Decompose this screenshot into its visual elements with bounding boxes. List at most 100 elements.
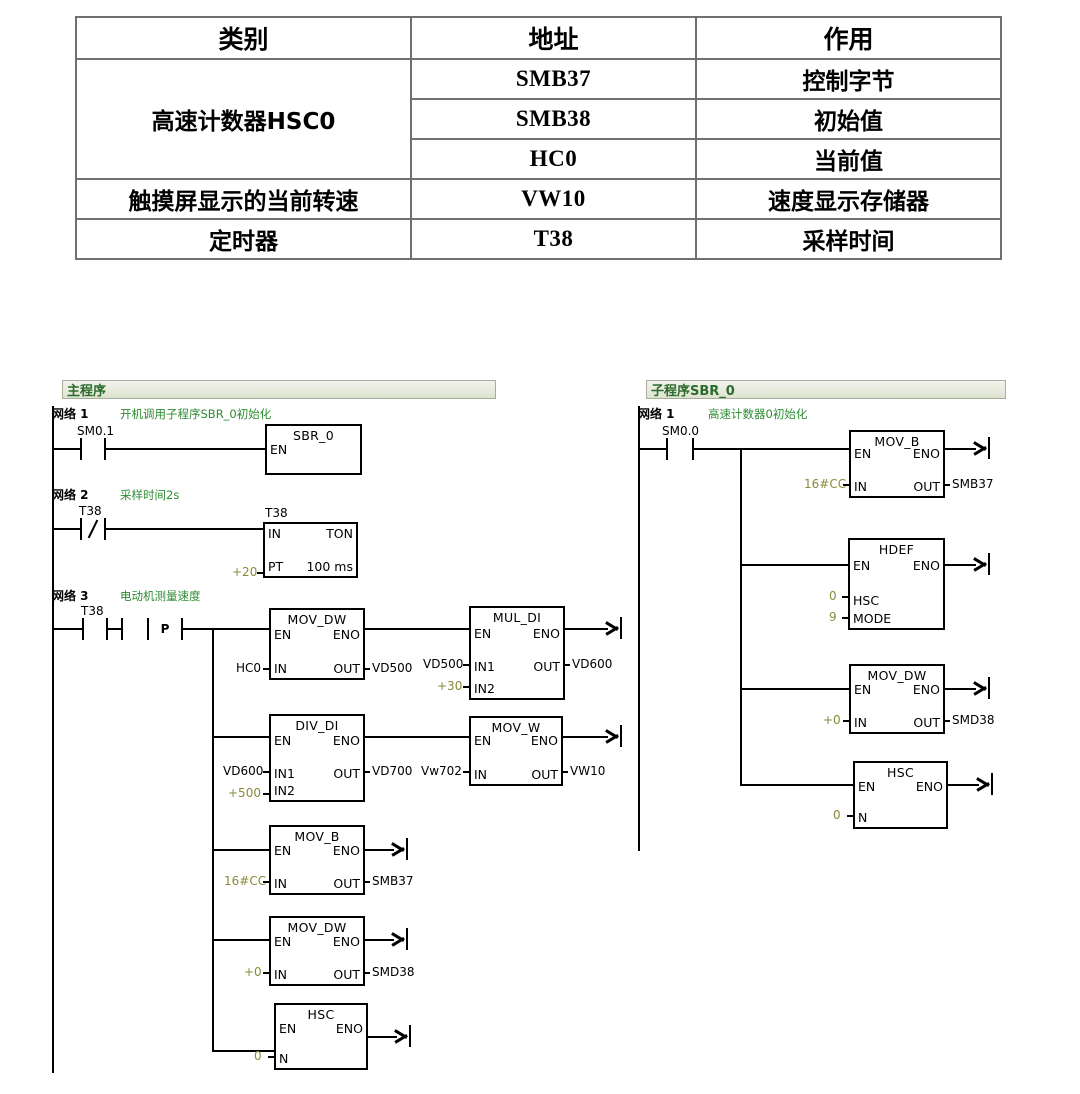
output-coil-arrow [974, 437, 990, 459]
contact-sm00[interactable] [666, 438, 694, 460]
table-cell-use: 当前值 [695, 138, 1002, 180]
branch-rail-main [212, 628, 214, 1050]
operand-hsc-0: 0 [829, 589, 837, 603]
pin-n: N [858, 810, 868, 825]
wire [947, 784, 979, 786]
pin-en: EN [854, 682, 872, 697]
table-row: 定时器 T38 采样时间 [75, 218, 1002, 260]
pin-pt: PT [268, 559, 284, 574]
operand-in-16cc: 16#CC [804, 477, 847, 491]
pin-ton: TON [326, 526, 353, 541]
block-mov-w[interactable]: MOV_W EN ENO IN OUT [469, 716, 563, 786]
stub [263, 793, 269, 795]
block-hsc-main[interactable]: HSC EN ENO N [274, 1003, 368, 1070]
wire [740, 784, 854, 786]
block-title: DIV_DI [295, 718, 339, 733]
pin-en: EN [274, 934, 292, 949]
wire [52, 628, 84, 630]
stub [843, 720, 849, 722]
stub [263, 972, 269, 974]
stub [263, 668, 269, 670]
wire [106, 628, 123, 630]
stub [364, 668, 370, 670]
block-mul-di[interactable]: MUL_DI EN ENO IN1 OUT IN2 [469, 606, 565, 700]
pin-eno: ENO [332, 627, 360, 642]
block-sbr0[interactable]: SBR_0 EN [265, 424, 362, 475]
pin-in2: IN2 [474, 681, 495, 696]
block-hdef[interactable]: HDEF EN ENO HSC MODE [848, 538, 945, 630]
operand-out-smb37: SMB37 [372, 874, 414, 888]
operand-out-smd38: SMD38 [952, 713, 995, 727]
block-mov-b-sub[interactable]: MOV_B EN ENO IN OUT [849, 430, 945, 498]
pin-n: N [279, 1051, 289, 1066]
block-title: MOV_DW [287, 920, 347, 935]
table-cell-address: VW10 [410, 178, 697, 220]
output-coil-arrow [392, 928, 408, 950]
wire [212, 736, 270, 738]
block-mov-dw-sub[interactable]: MOV_DW EN ENO IN OUT [849, 664, 945, 734]
contact-sm01[interactable] [80, 438, 106, 460]
operand-in1-vd600: VD600 [223, 764, 264, 778]
pin-mode: MODE [853, 611, 892, 626]
contact-bar-mid [147, 618, 149, 640]
wire [212, 628, 270, 630]
table-cell-use: 初始值 [695, 98, 1002, 140]
table-cell-address: T38 [410, 218, 697, 260]
block-title: MUL_DI [492, 610, 542, 625]
wire [212, 939, 270, 941]
contact-positive-transition[interactable]: P [121, 618, 183, 640]
stub [463, 771, 469, 773]
operand-out-smd38: SMD38 [372, 965, 415, 979]
stub [268, 1056, 274, 1058]
block-div-di[interactable]: DIV_DI EN ENO IN1 OUT IN2 [269, 714, 365, 802]
wire [212, 1050, 275, 1052]
output-coil-arrow [392, 838, 408, 860]
p-contact-label: P [160, 622, 170, 636]
pin-eno: ENO [912, 446, 940, 461]
sub-program-panel: 子程序SBR_0 网络 1 高速计数器0初始化 SM0.0 MOV_B EN E… [632, 376, 1007, 856]
contact-t38-normally-open[interactable] [82, 618, 108, 640]
block-mov-dw-2[interactable]: MOV_DW EN ENO IN OUT [269, 916, 365, 986]
operand-out-vd700: VD700 [372, 764, 413, 778]
wire [944, 564, 976, 566]
pin-in: IN [274, 661, 288, 676]
operand-in-hc0: HC0 [236, 661, 262, 675]
block-mov-b-main[interactable]: MOV_B EN ENO IN OUT [269, 825, 365, 895]
wire [104, 448, 266, 450]
table-row: SMB38 初始值 [76, 98, 1002, 140]
table-cell-use: 速度显示存储器 [695, 178, 1002, 220]
arrow-stem [405, 928, 408, 950]
pin-en: EN [474, 626, 492, 641]
operand-in2-30: +30 [437, 679, 463, 693]
pin-in1: IN1 [274, 766, 295, 781]
operand-preset: +20 [232, 565, 258, 579]
operand-in-16cc: 16#CC [224, 874, 267, 888]
main-program-title: 主程序 [62, 380, 496, 399]
pin-out: OUT [333, 661, 360, 676]
block-mov-dw-1[interactable]: MOV_DW EN ENO IN OUT [269, 608, 365, 680]
stub [463, 664, 469, 666]
pin-eno: ENO [332, 934, 360, 949]
contact-label-sm00: SM0.0 [662, 424, 700, 438]
block-timer-t38[interactable]: IN TON PT 100 ms [263, 522, 358, 578]
pin-en: EN [279, 1021, 297, 1036]
network-2-label: 网络 2 [52, 488, 89, 502]
stub [843, 484, 849, 486]
contact-t38-normally-closed[interactable] [80, 518, 106, 540]
pin-hsc: HSC [853, 593, 880, 608]
block-title: MOV_B [874, 434, 920, 449]
table-header-address: 地址 [410, 16, 697, 60]
block-label-t38: T38 [265, 506, 288, 520]
operand-n-0: 0 [254, 1049, 262, 1063]
block-title: HSC [887, 765, 914, 780]
arrow-stem [990, 773, 993, 795]
table-cell-category: 高速计数器HSC0 [75, 58, 412, 180]
block-title: HSC [307, 1007, 335, 1022]
block-title: MOV_DW [287, 612, 347, 627]
table-cell-address: SMB37 [410, 58, 697, 100]
network-2-comment: 采样时间2s [120, 488, 180, 502]
wire [740, 564, 850, 566]
operand-out-vd600: VD600 [572, 657, 613, 671]
block-hsc-sub[interactable]: HSC EN ENO N [853, 761, 948, 829]
stub [364, 771, 370, 773]
